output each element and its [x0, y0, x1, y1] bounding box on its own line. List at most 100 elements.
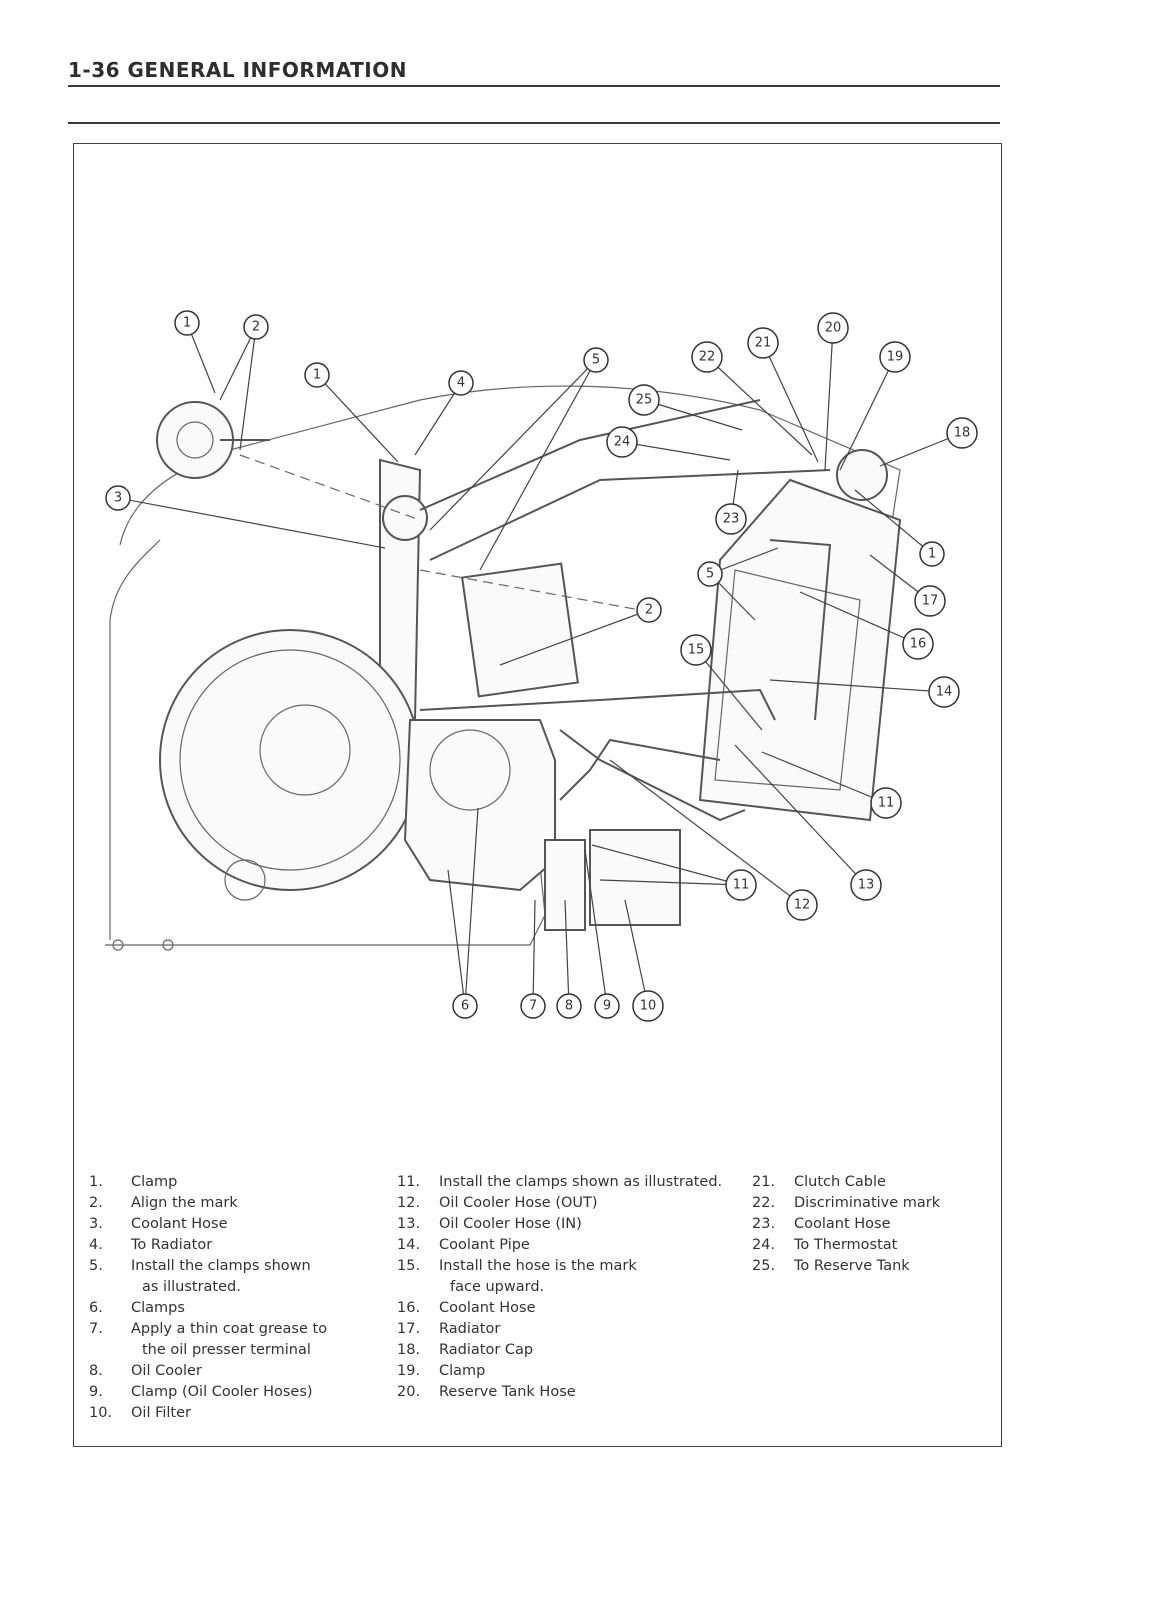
- legend-item: 18.Radiator Cap: [397, 1340, 737, 1361]
- legend-number: 19.: [397, 1363, 421, 1379]
- legend-number: 22.: [752, 1195, 776, 1211]
- legend-text: Reserve Tank Hose: [439, 1384, 576, 1400]
- legend-number: 7.: [89, 1321, 103, 1337]
- callout-circle: [594, 993, 620, 1019]
- callout-label: 13: [858, 878, 875, 893]
- callout-label: 24: [614, 435, 631, 450]
- clutch-cover-inner: [179, 649, 401, 871]
- legend-text: Discriminative mark: [794, 1195, 941, 1211]
- legend-item: 2.Align the mark: [89, 1193, 379, 1214]
- legend-number: 12.: [397, 1195, 421, 1211]
- leader-line: [239, 326, 257, 451]
- callout-label: 11: [733, 878, 750, 893]
- callout-1: 1: [304, 362, 330, 388]
- legend-item: 12.Oil Cooler Hose (OUT): [397, 1193, 737, 1214]
- legend-item: 23.Coolant Hose: [752, 1214, 982, 1235]
- callout-label: 7: [529, 999, 537, 1014]
- callout-circle: [304, 362, 330, 388]
- callout-11: 11: [870, 787, 902, 819]
- callout-label: 14: [936, 685, 953, 700]
- callout-circle: [174, 310, 200, 336]
- leader-line: [621, 441, 731, 461]
- callout-17: 17: [914, 585, 946, 617]
- callout-label: 3: [114, 491, 122, 506]
- legend-item: 24. To Thermostat: [752, 1235, 982, 1256]
- thermostat-housing: [461, 562, 579, 698]
- legend-number: 24.: [752, 1237, 776, 1253]
- page-title: 1-36 GENERAL INFORMATION: [68, 58, 407, 82]
- callout-label: 1: [313, 368, 321, 383]
- callout-label: 16: [910, 637, 927, 652]
- callout-label: 23: [723, 512, 740, 527]
- oil-filter: [589, 829, 681, 926]
- callout-circle: [817, 312, 849, 344]
- callout-8: 8: [556, 993, 582, 1019]
- callout-13: 13: [850, 869, 882, 901]
- callout-1: 1: [174, 310, 200, 336]
- clutch-cover: [159, 629, 421, 891]
- callout-9: 9: [594, 993, 620, 1019]
- legend-text: Clamps: [131, 1300, 185, 1316]
- legend-item: 11.Install the clamps shown as illustrat…: [397, 1172, 737, 1193]
- legend-number: 16.: [397, 1300, 421, 1316]
- legend-text: Coolant Hose: [131, 1216, 228, 1232]
- callout-2: 2: [636, 597, 662, 623]
- legend-item: 10.Oil Filter: [89, 1403, 379, 1424]
- leader-line: [447, 869, 466, 1007]
- leader-line: [464, 807, 479, 1007]
- callout-15: 15: [680, 634, 712, 666]
- callout-12: 12: [786, 889, 818, 921]
- legend-number: 18.: [397, 1342, 421, 1358]
- frame-spar-upper: [419, 399, 761, 511]
- leader-line: [695, 649, 763, 731]
- callout-circle: [786, 889, 818, 921]
- legend-text: Oil Cooler: [131, 1363, 202, 1379]
- callout-circle: [243, 314, 269, 340]
- callout-label: 11: [878, 796, 895, 811]
- legend-item: 9.Clamp (Oil Cooler Hoses): [89, 1382, 379, 1403]
- legend-item: 13.Oil Cooler Hose (IN): [397, 1214, 737, 1235]
- leader-line: [762, 342, 819, 463]
- oil-cooler-hose-out: [559, 729, 746, 822]
- legend-number: 1.: [89, 1174, 103, 1190]
- callout-22: 22: [691, 341, 723, 373]
- legend-text: Install the clamps shown as illustrated.: [439, 1174, 723, 1190]
- callout-circle: [697, 561, 723, 587]
- legend-number: 5.: [89, 1258, 103, 1274]
- header-rule-lower: [68, 122, 1000, 124]
- callout-circle: [632, 990, 664, 1022]
- callout-19: 19: [879, 341, 911, 373]
- callout-label: 10: [640, 999, 657, 1014]
- legend-number: 6.: [89, 1300, 103, 1316]
- callout-circle: [680, 634, 712, 666]
- crankcase-base: [105, 864, 546, 946]
- callout-circle: [725, 869, 757, 901]
- callout-circle: [520, 993, 546, 1019]
- callout-label: 1: [183, 316, 191, 331]
- callout-label: 2: [645, 603, 653, 618]
- leader-line: [854, 489, 933, 555]
- legend-text: Coolant Pipe: [439, 1237, 530, 1253]
- leader-line: [532, 899, 536, 1007]
- callout-circle: [452, 993, 478, 1019]
- callout-label: 2: [252, 320, 260, 335]
- radiator-core: [714, 569, 861, 791]
- leader-line: [499, 609, 650, 666]
- legend-text: Clamp (Oil Cooler Hoses): [131, 1384, 313, 1400]
- engine-artwork: [105, 385, 902, 951]
- leader-line: [799, 591, 919, 645]
- callout-20: 20: [817, 312, 849, 344]
- leader-line: [599, 879, 742, 886]
- callout-21: 21: [747, 327, 779, 359]
- legend-item: 17.Radiator: [397, 1319, 737, 1340]
- callout-circle: [691, 341, 723, 373]
- callout-label: 15: [688, 643, 705, 658]
- leader-line: [624, 899, 649, 1007]
- callout-circle: [879, 341, 911, 373]
- legend-text: To Thermostat: [794, 1237, 898, 1253]
- callout-circle: [636, 597, 662, 623]
- callout-label: 1: [928, 547, 936, 562]
- callout-circle: [946, 417, 978, 449]
